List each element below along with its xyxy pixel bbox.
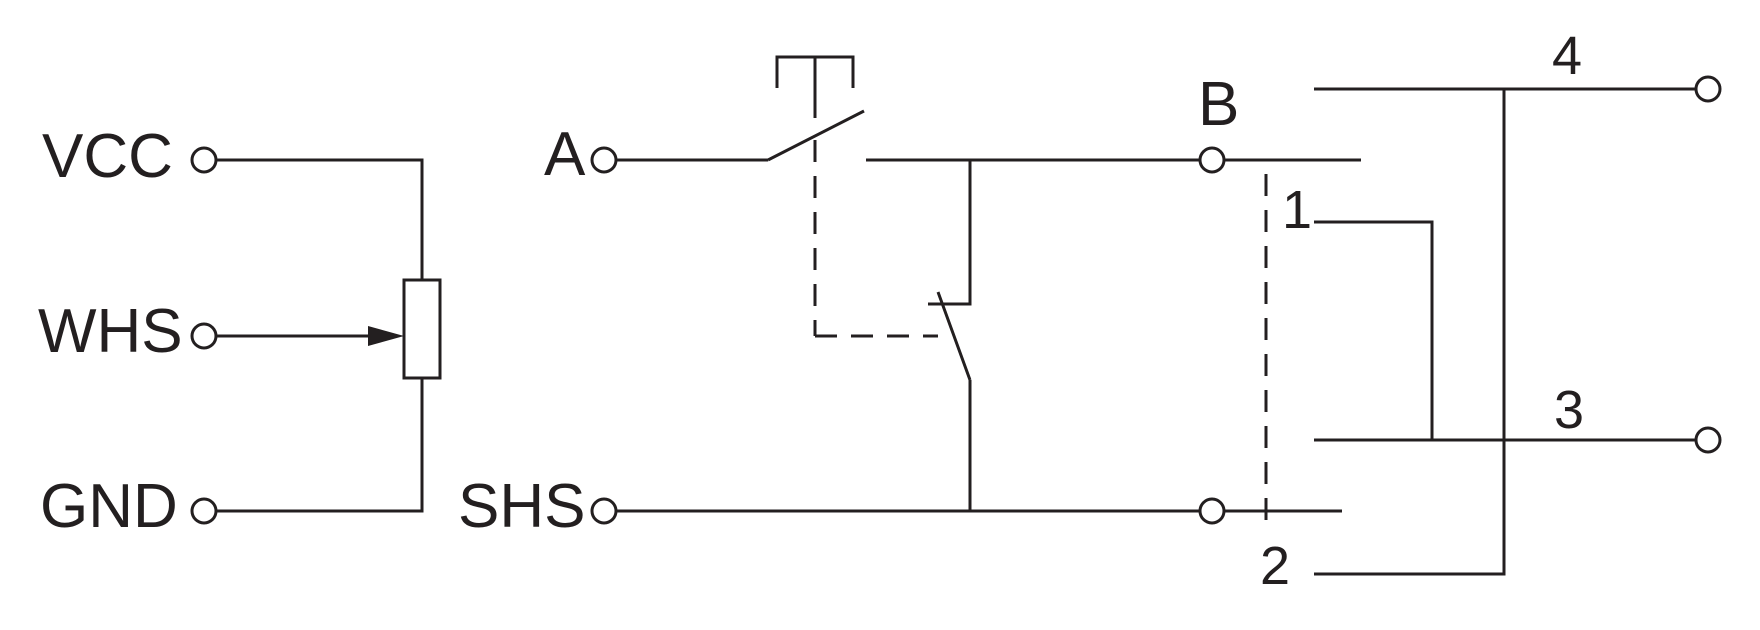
wiper-arrowhead	[368, 326, 404, 346]
vcc-wire	[216, 158, 424, 280]
a-label: A	[544, 120, 586, 189]
shs-label: SHS	[458, 472, 585, 541]
nc-upper-wire	[928, 160, 972, 306]
contact-2-label: 2	[1260, 536, 1290, 596]
contact-4-label: 4	[1552, 26, 1582, 86]
contact-2-wire	[1314, 89, 1506, 576]
output-3-terminal	[1694, 426, 1722, 454]
no-contact-blade	[767, 109, 865, 162]
contact-3-label: 3	[1554, 380, 1584, 440]
contact-1-wire	[1314, 220, 1434, 440]
nc-contact-blade	[936, 291, 972, 381]
whs-terminal	[190, 322, 218, 350]
contact-1-label: 1	[1282, 180, 1312, 240]
output-4-terminal	[1694, 75, 1722, 103]
gnd-label: GND	[40, 472, 178, 541]
b-lower-terminal	[1198, 497, 1226, 525]
b-label: B	[1198, 70, 1239, 139]
vcc-terminal	[190, 146, 218, 174]
shs-terminal	[590, 497, 618, 525]
vcc-label: VCC	[42, 122, 173, 191]
whs-label: WHS	[38, 297, 183, 366]
b-terminal	[1198, 146, 1226, 174]
resistor-body	[402, 278, 442, 380]
a-terminal	[590, 146, 618, 174]
gnd-terminal	[190, 497, 218, 525]
gnd-wire	[216, 378, 424, 513]
